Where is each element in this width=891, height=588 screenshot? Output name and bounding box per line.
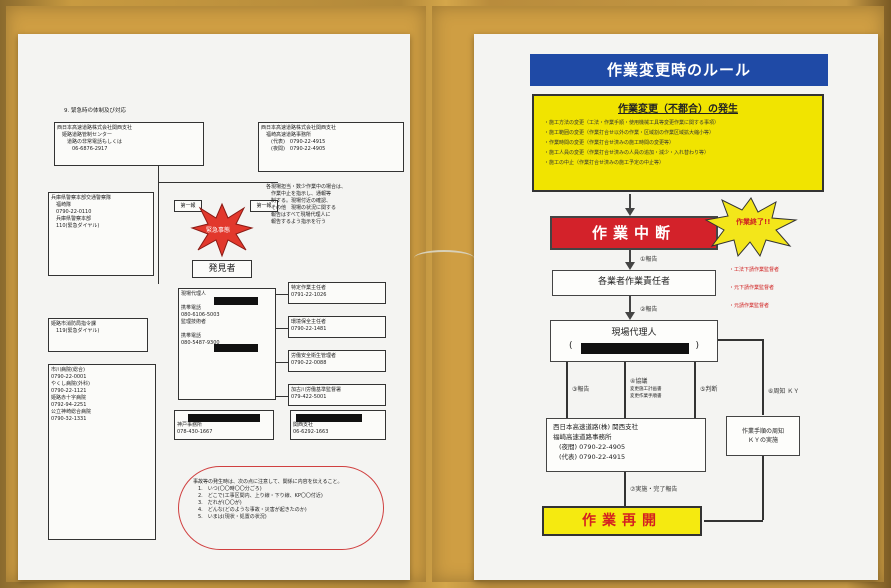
right-rules-sheet: 作業変更時のルール 作業変更（不都合）の発生 ・施工方法の変更（工法・作業手順・… <box>474 34 878 580</box>
nexco-line-3: (夜間) 0790-22-4905 <box>559 443 626 451</box>
right-box-4: 加古川労働基準監督署 079-422-5001 <box>288 384 386 406</box>
rules-title: 作業変更時のルール <box>530 54 828 86</box>
top-right-contact-box: 西日本高速道路株式会社関西支社 福崎高速道路事務所 (代表) 0790-22-4… <box>258 122 404 172</box>
redacted-name-1 <box>214 297 258 305</box>
red-note-3: ・元請作業監督者 <box>729 303 770 309</box>
finder-box: 発見者 <box>192 260 252 278</box>
step4-sub-label: 変更施工計画書 変更作業手順書 <box>630 387 662 399</box>
arrow-down-icon-3 <box>625 296 635 320</box>
left-emergency-sheet: 9. 緊急時の体制及び対応 西日本高速道路株式会社関西支社 姫路道路管制センター… <box>18 34 410 580</box>
center-agent-box: 現場代理人 携帯電話 080-6106-5003 監理技術者 携帯電話 080-… <box>178 288 276 400</box>
redacted-site-agent <box>581 343 689 354</box>
police-box: 兵庫県警察本部交通警察隊 福崎隊 0790-22-0110 兵庫県警察本部 11… <box>48 192 154 276</box>
reporting-points-text: 事故等の発生時は、次の点に注意して、関係に内容を伝えること。 1. いつ(〇〇時… <box>193 479 343 520</box>
contractor-manager-box: 各業者作業責任者 <box>552 270 716 296</box>
explosion-icon <box>190 202 254 258</box>
site-agent-box: 現場代理人 ( ) <box>550 320 718 362</box>
step1-label: ①報告 <box>640 256 658 263</box>
site-agent-label: 現場代理人 <box>611 328 657 338</box>
nexco-line-4: (代表) 0790-22-4915 <box>559 453 626 461</box>
right-box-2: 環境保全主任者 0790-22-1481 <box>288 316 386 338</box>
nexco-office-box: 西日本高速道路(株) 関西支社 福崎高速道路事務所 (夜間) 0790-22-4… <box>546 418 706 472</box>
change-item-4: ・施工人員の変更（作業打合せ済みの人員の追加・減少・入れ替わり等） <box>544 150 710 156</box>
redacted-name-3 <box>188 414 260 422</box>
step6-label: ⑥周知 ＫＹ <box>768 388 800 395</box>
step7-label: ⑦実施・完了報告 <box>630 486 678 493</box>
note-right-text: 各現場担当・数少作業中の場合は、 作業中止を指示し、通報等 制する。現場付近の確… <box>266 184 347 225</box>
hospital-box: 市川病院(総合) 0790-22-0001 やくし病院(外科) 0790-22-… <box>48 364 156 540</box>
change-item-3: ・作業時間の変更（作業打合せ済みの施工時間の変更等） <box>544 140 675 146</box>
nexco-line-1: 西日本高速道路(株) 関西支社 <box>553 423 639 431</box>
nexco-line-2: 福崎高速道路事務所 <box>553 433 612 441</box>
arrow-down-icon-2 <box>625 250 635 270</box>
change-occurrence-box: 作業変更（不都合）の発生 ・施工方法の変更（工法・作業手順・使用機械工具等変更作… <box>532 94 824 192</box>
ky-procedure-box: 作業手順の周知 ＫＹの実施 <box>726 416 800 456</box>
redacted-name-4 <box>296 414 362 422</box>
step4-label: ④協議 <box>630 378 648 385</box>
first-report-label: 第一報 <box>174 200 202 212</box>
left-sheet-heading: 9. 緊急時の体制及び対応 <box>64 108 126 114</box>
change-item-5: ・施工の中止（作業打合せ済みの施工予定の中止等） <box>544 160 665 166</box>
work-stop-box: 作業中断 <box>550 216 718 250</box>
work-resume-box: 作業再開 <box>542 506 702 536</box>
fire-box: 姫路市消防局指令課 119(緊急ダイヤル) <box>48 318 148 352</box>
red-note-1: ・工法下請作業監督者 <box>729 267 780 273</box>
right-box-1: 特定作業主任者 0791-22-1026 <box>288 282 386 304</box>
redacted-name-2 <box>214 344 258 352</box>
change-item-1: ・施工方法の変更（工法・作業手順・使用機械工具等変更作業に関する事項） <box>544 120 720 126</box>
change-item-2: ・施工範囲の変更（作業打合せ以外の作業・区域割の作業区域拡大縮小等） <box>544 130 715 136</box>
change-occurrence-heading: 作業変更（不都合）の発生 <box>618 104 738 115</box>
step2-label: ②報告 <box>640 306 658 313</box>
arrow-down-icon <box>625 194 635 216</box>
red-note-2: ・元下請作業監督者 <box>729 285 775 291</box>
step3-label: ③報告 <box>572 386 590 393</box>
step5-label: ⑤判断 <box>700 386 718 393</box>
top-left-contact-box: 西日本高速道路株式会社関西支社 姫路道路管制センター 道路の非常電話もしくは 0… <box>54 122 204 166</box>
burst-icon <box>704 197 798 258</box>
hanging-string <box>414 250 474 266</box>
emergency-label: 緊急事態 <box>206 227 231 234</box>
first-report-label-b: 第一報 <box>250 200 278 212</box>
reporting-points-oval: 事故等の発生時は、次の点に注意して、関係に内容を伝えること。 1. いつ(〇〇時… <box>178 466 384 550</box>
work-end-burst-label: 作業終了!! <box>736 218 771 226</box>
right-box-3: 労働安全衛生管理者 0790-22-0088 <box>288 350 386 372</box>
